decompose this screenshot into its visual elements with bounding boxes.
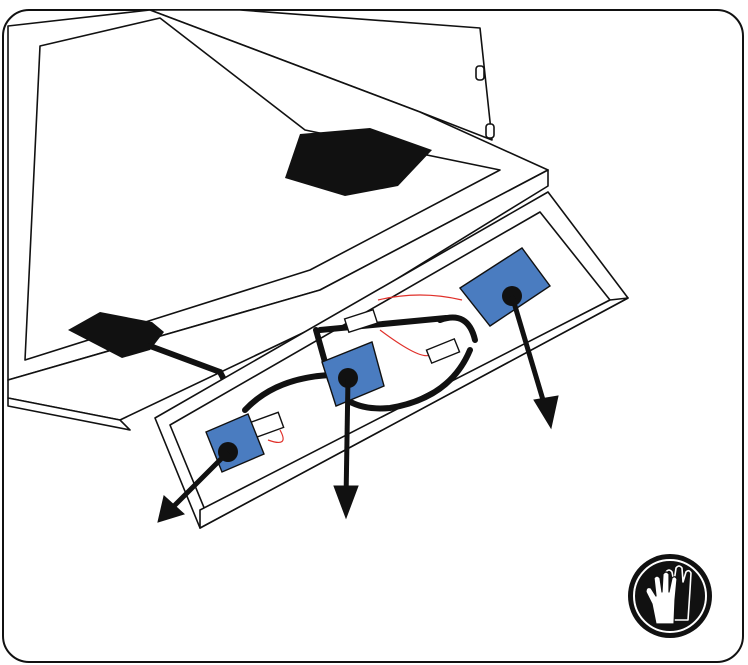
arrow-down-left xyxy=(157,450,230,523)
arrow-down xyxy=(333,377,359,520)
vent-opening xyxy=(68,312,164,358)
vent-opening xyxy=(285,128,432,196)
gloves-icon xyxy=(628,554,712,638)
arrow-down xyxy=(509,295,559,430)
cable-harness xyxy=(242,314,478,413)
appliance-body xyxy=(7,9,549,431)
